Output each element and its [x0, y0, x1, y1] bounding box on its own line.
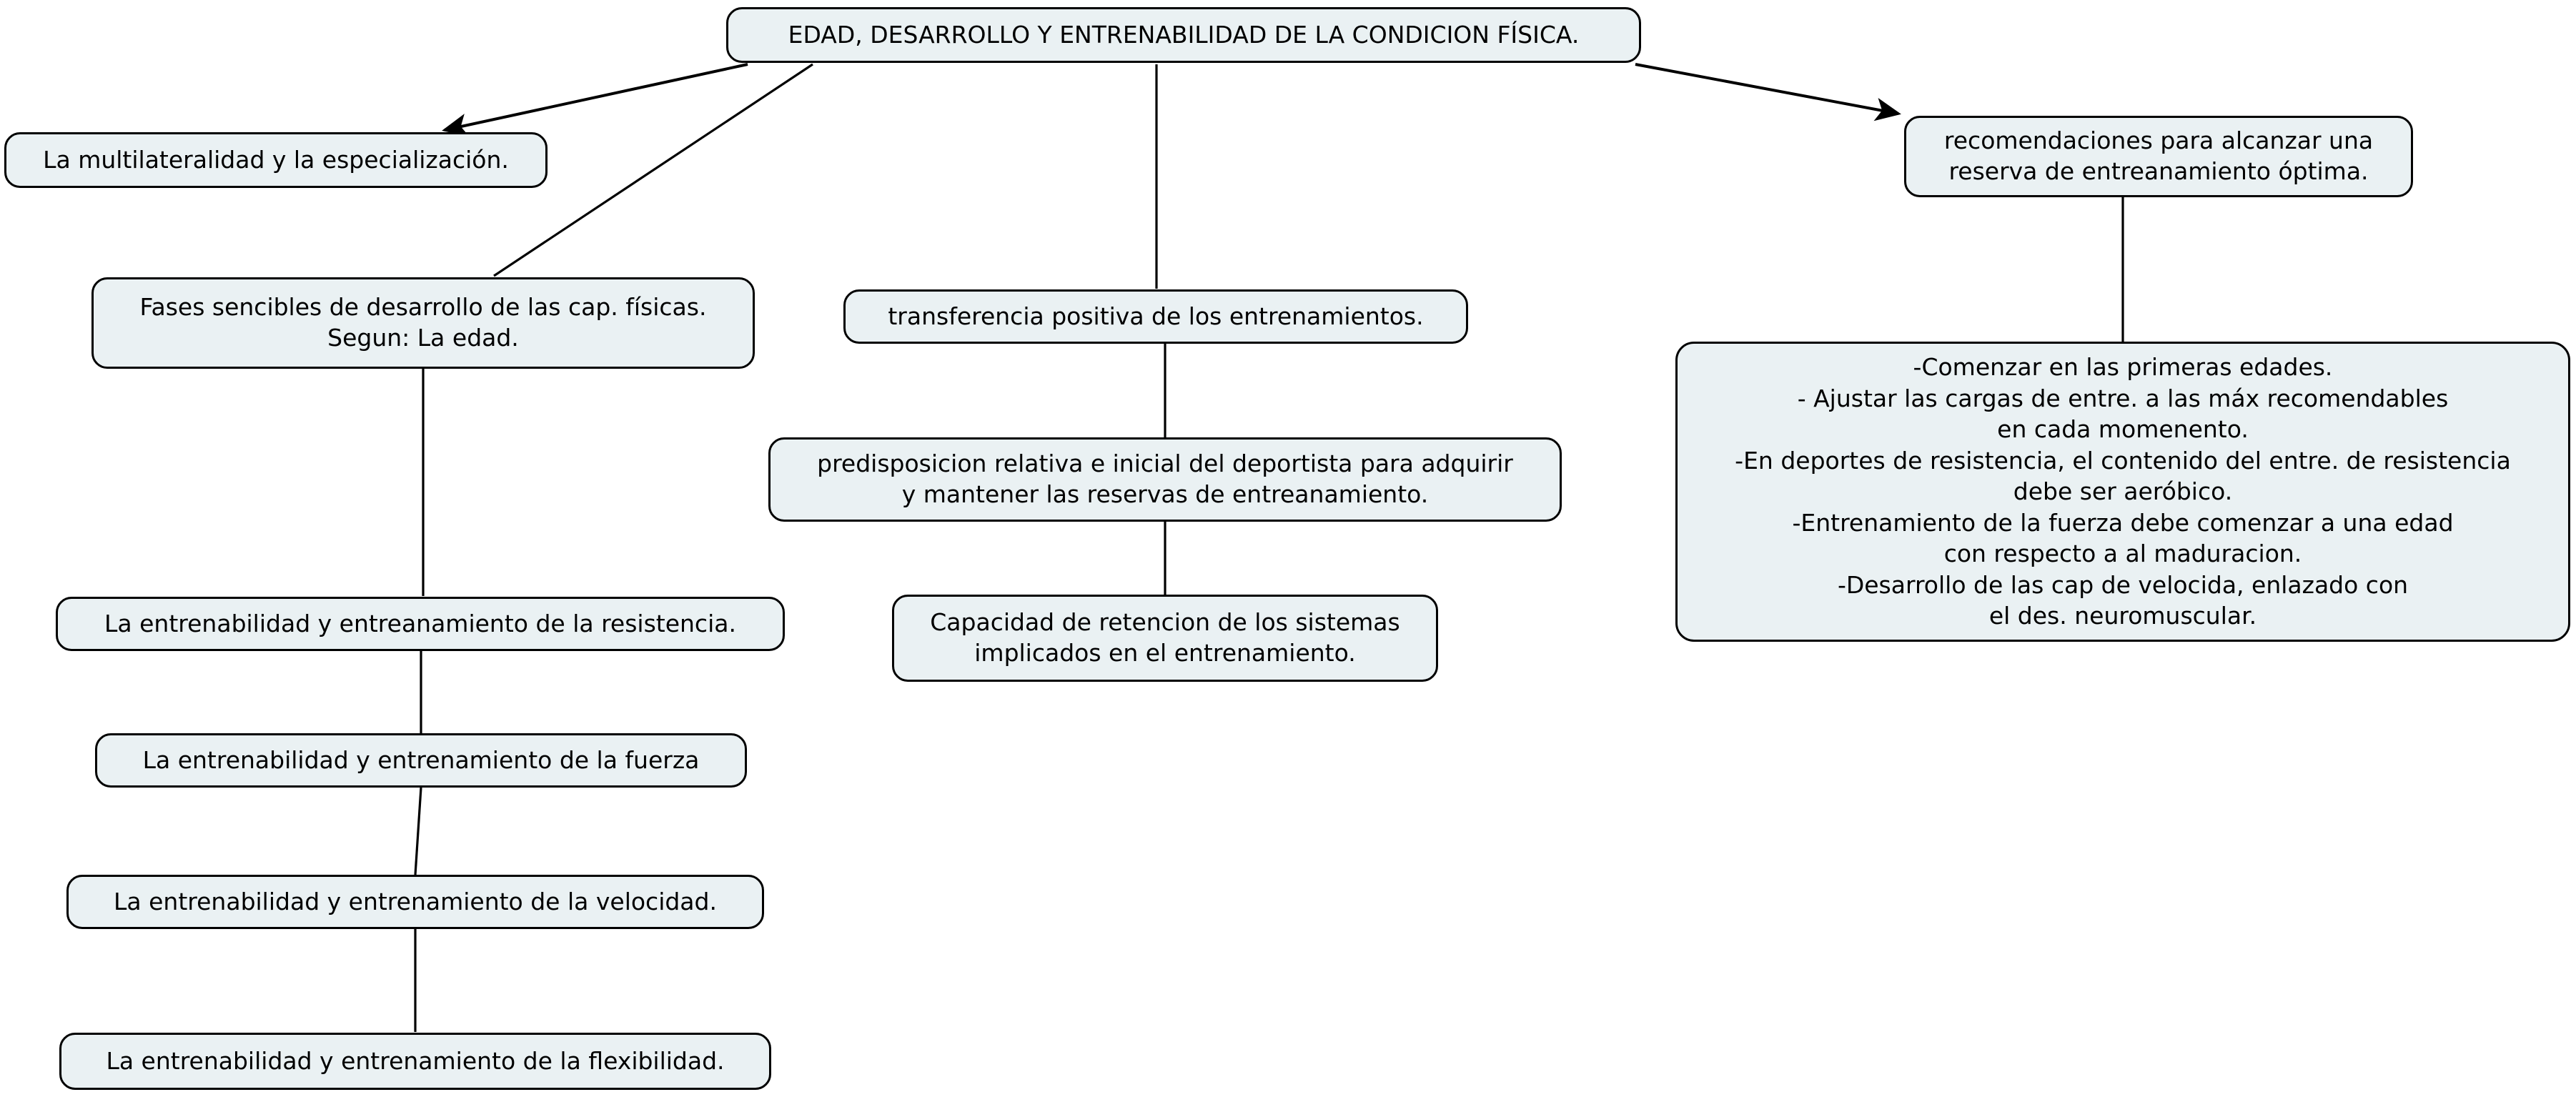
node-entrenabilidad-velocidad[interactable]: La entrenabilidad y entrenamiento de la … [66, 875, 764, 929]
node-transferencia-positiva[interactable]: transferencia positiva de los entrenamie… [843, 289, 1468, 344]
node-entrenabilidad-fuerza[interactable]: La entrenabilidad y entrenamiento de la … [95, 733, 747, 788]
node-recomendaciones[interactable]: recomendaciones para alcanzar una reserv… [1904, 116, 2413, 197]
node-capacidad-retencion[interactable]: Capacidad de retencion de los sistemas i… [892, 595, 1438, 682]
node-entrenabilidad-resistencia[interactable]: La entrenabilidad y entreanamiento de la… [56, 597, 785, 651]
node-entrenabilidad-flexibilidad[interactable]: La entrenabilidad y entrenamiento de la … [59, 1033, 771, 1090]
edge-root-to-recomendaciones [1635, 63, 1901, 121]
edge-root-to-multilateralidad [442, 63, 748, 137]
edge-fuerza-to-velocidad [414, 787, 422, 875]
node-fases-sencibles[interactable]: Fases sencibles de desarrollo de las cap… [91, 277, 755, 369]
node-root[interactable]: EDAD, DESARROLLO Y ENTRENABILIDAD DE LA … [726, 7, 1641, 63]
node-multilateralidad[interactable]: La multilateralidad y la especialización… [4, 132, 548, 188]
node-predisposicion[interactable]: predisposicion relativa e inicial del de… [768, 437, 1562, 522]
node-lista-recomendaciones[interactable]: -Comenzar en las primeras edades. - Ajus… [1675, 342, 2570, 642]
